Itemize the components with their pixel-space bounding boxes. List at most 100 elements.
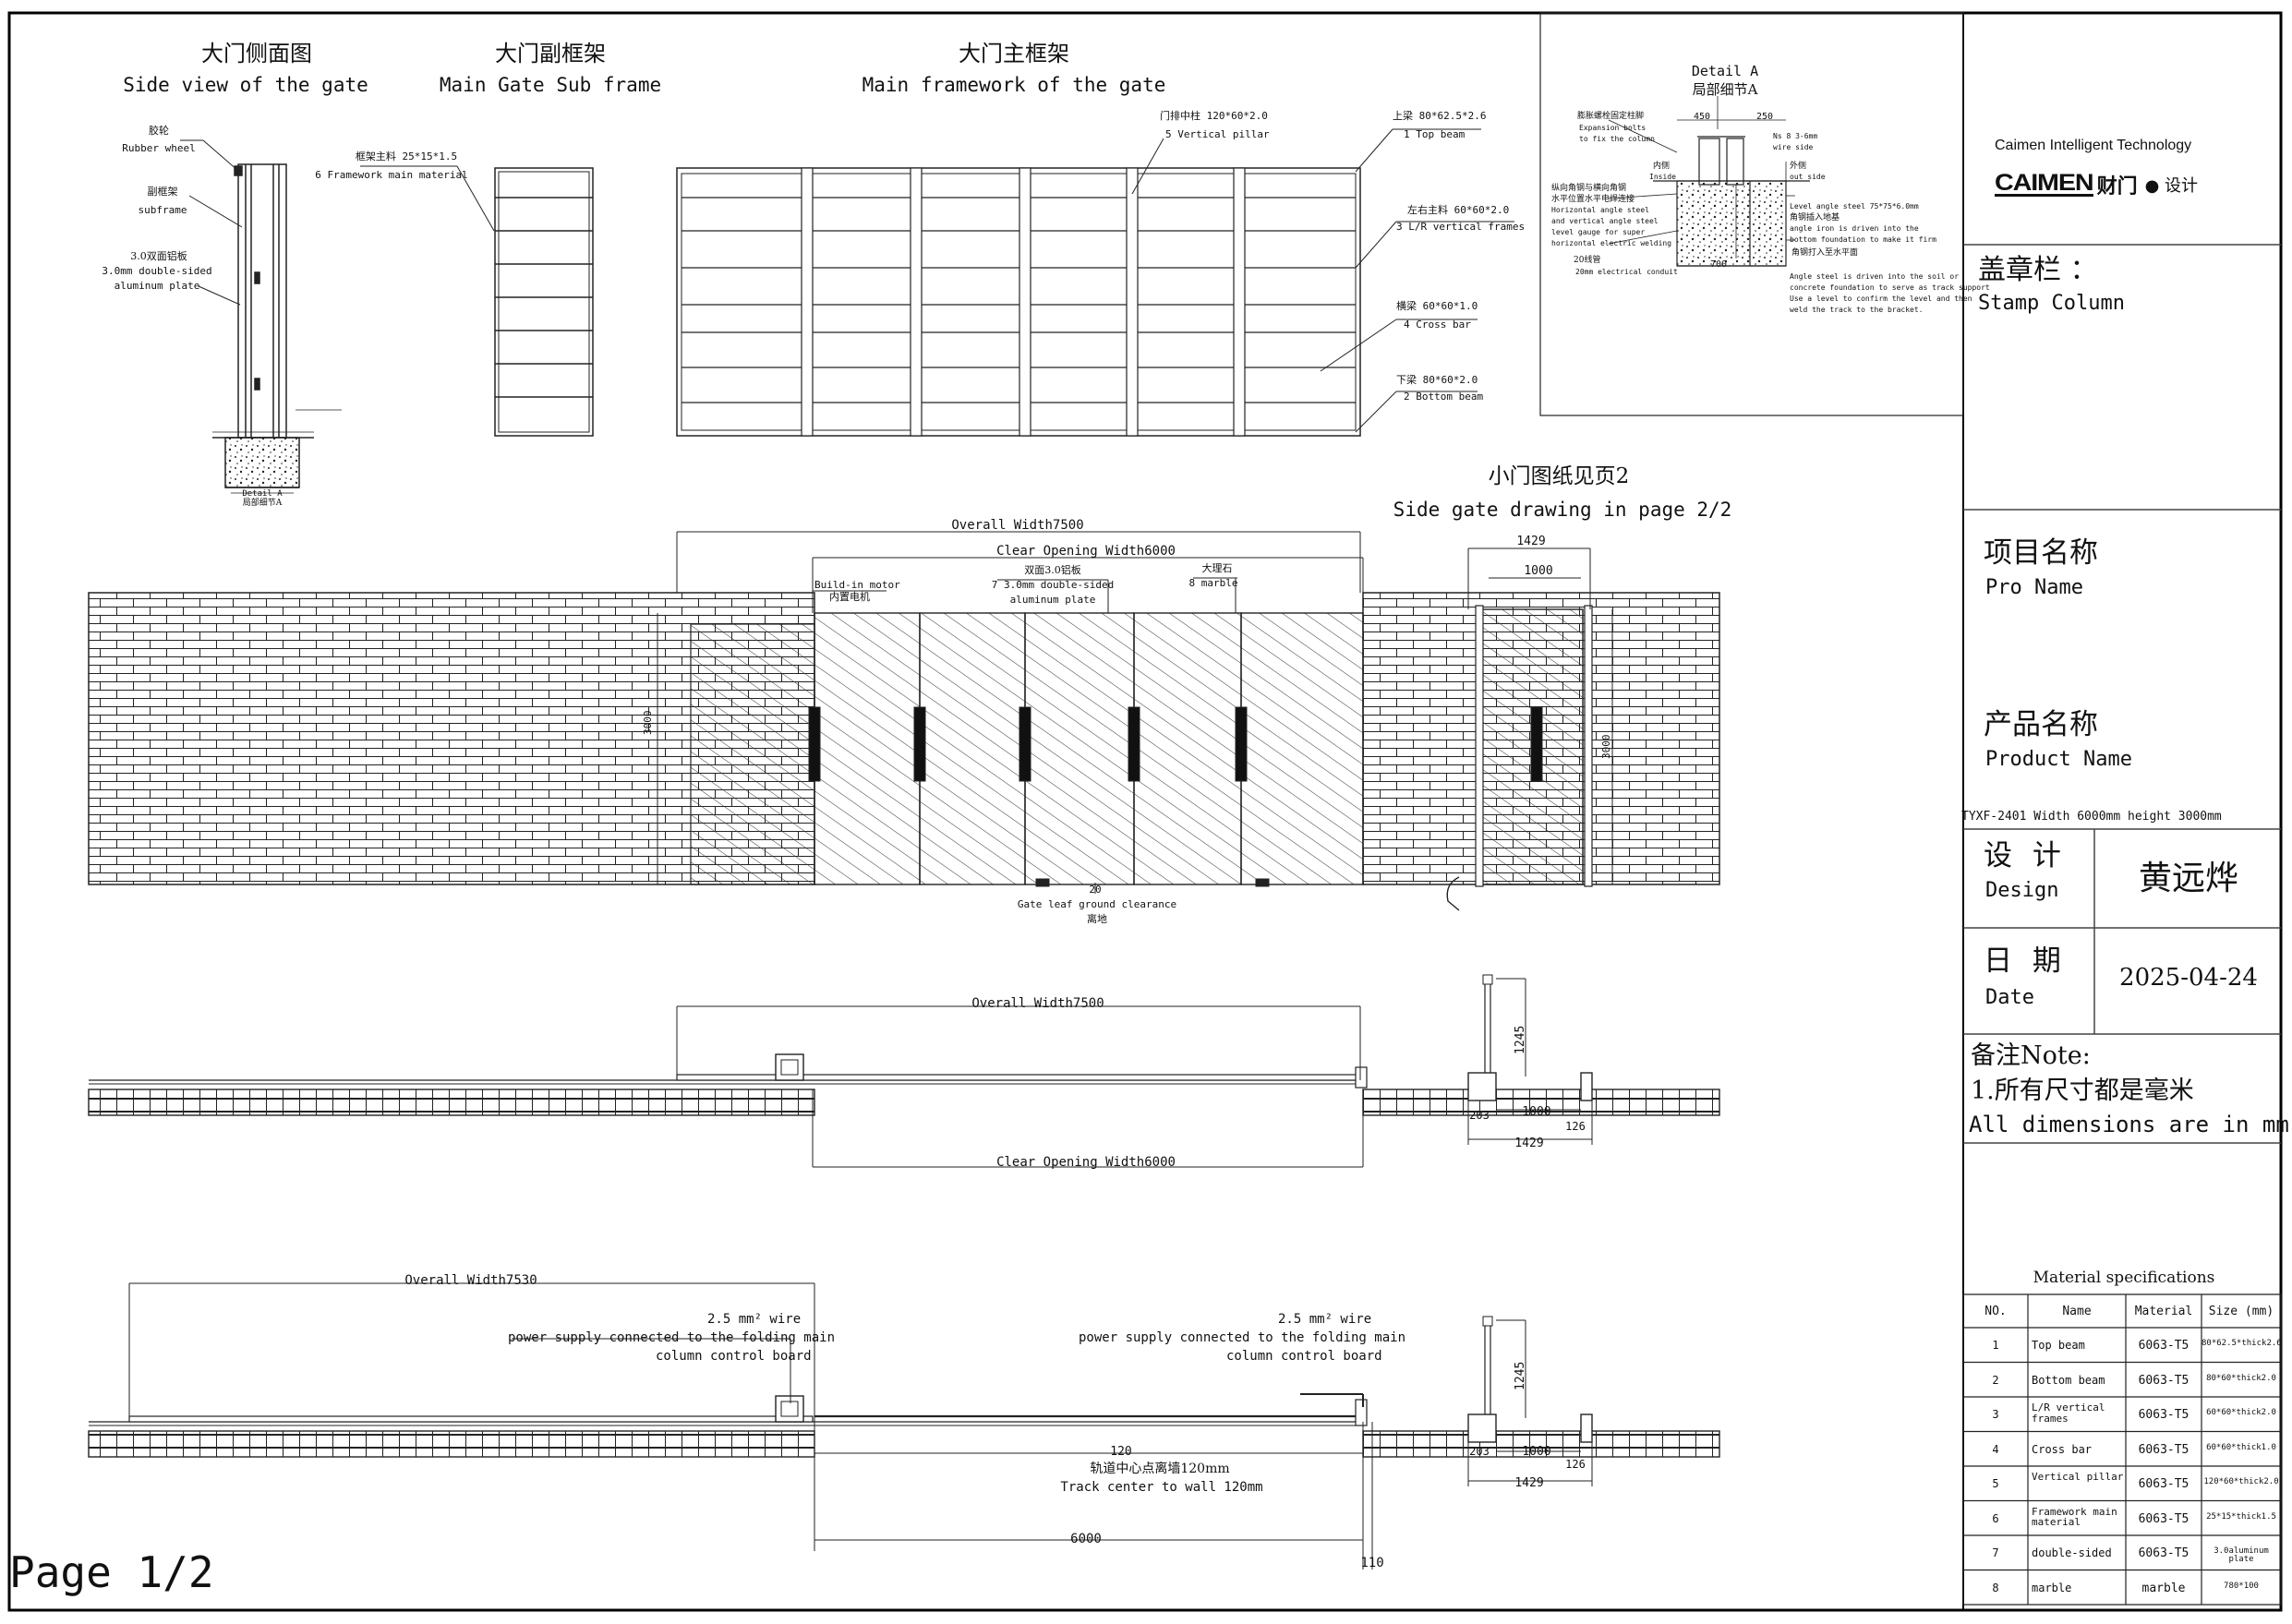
post: [1580, 1413, 1593, 1443]
detail-note: 角钢插入地基: [1790, 213, 1840, 223]
table-header: Name: [2062, 1305, 2092, 1318]
table-cell-no: 7: [1992, 1546, 1999, 1559]
plan1-dim-1245: 1245: [1514, 1025, 1527, 1054]
end-post: [1355, 1399, 1368, 1426]
table-cell-material: 6063-T5: [2138, 1373, 2189, 1388]
plan-wall-left: [88, 1089, 815, 1116]
detail-note: and vertical angle steel: [1551, 217, 1659, 225]
side-dim-1429: 1429: [1516, 535, 1546, 548]
plan2-dim-1245: 1245: [1514, 1361, 1527, 1390]
side-view-title-en: Side view of the gate: [123, 74, 368, 96]
main-frame-inner: [681, 173, 1357, 431]
handle-bar: [1128, 706, 1140, 782]
title-block-grid: [1963, 244, 2281, 1144]
table-header: Size (mm): [2208, 1305, 2274, 1318]
post: [1467, 1072, 1497, 1101]
plan1-overall-width: Overall Width7500: [971, 996, 1104, 1011]
note-title: 备注Note:: [1971, 1041, 2091, 1070]
detail-a-title-cn: 局部细节A: [1692, 81, 1758, 98]
table-cell-no: 8: [1992, 1581, 1999, 1594]
side-label-en: Rubber wheel: [122, 142, 196, 154]
main-frame-title-cn: 大门主框架: [959, 41, 1069, 66]
overall-width-label: Overall Width7500: [951, 518, 1084, 533]
date-value: 2025-04-24: [2119, 964, 2258, 992]
table-cell-size: 60*60*thick2.0: [2206, 1408, 2276, 1417]
wheel: [1035, 878, 1050, 887]
table-cell-material: 6063-T5: [2138, 1511, 2189, 1526]
table-cell-no: 5: [1992, 1477, 1999, 1490]
gate-panel: [1024, 612, 1135, 885]
callout-cn: 左右主料 60*60*2.0: [1407, 204, 1510, 216]
wheel: [1255, 878, 1270, 887]
plan2-dim-126: 126: [1565, 1458, 1586, 1471]
table-cell-size: 80*62.5*thick2.6: [2202, 1339, 2282, 1348]
vertical-pillar: [1126, 167, 1139, 437]
side-label-en: 3.0mm double-sided: [102, 265, 212, 277]
handle-bar: [808, 706, 821, 782]
company-logo: CAIMEN 财门 ● 设计: [1995, 170, 2198, 199]
table-header: Material: [2134, 1305, 2193, 1318]
side-gate-note-en: Side gate drawing in page 2/2: [1393, 499, 1732, 521]
company-name: Caimen Intelligent Technology: [1995, 138, 2192, 153]
callout-leader: [1320, 319, 1397, 372]
detail-dim: 700: [1710, 259, 1728, 270]
gate-leaf: [128, 1415, 814, 1423]
side-label-cn: 胶轮: [149, 125, 169, 137]
detail-note: concrete foundation to serve as track su…: [1790, 283, 1990, 292]
stamp-title-cn: 盖章栏 ：: [1978, 254, 2098, 286]
product-name-cn: 产品名称: [1984, 708, 2098, 741]
detail-note: 纵向角钢与横向角钢: [1551, 184, 1627, 193]
detail-note: angle iron is driven into the: [1790, 224, 1919, 233]
detail-label: Inside: [1649, 173, 1676, 181]
detail-note: 膨胀螺栓固定柱脚: [1577, 112, 1645, 121]
clearance-label-cn: 离地: [1087, 913, 1107, 925]
callout-cn: 下梁 80*60*2.0: [1396, 374, 1478, 386]
callout-cn: 横梁 60*60*1.0: [1396, 300, 1478, 312]
material-table-grid: [1962, 1293, 2282, 1606]
detail-note: out side: [1790, 173, 1826, 181]
table-cell-size: 80*60*thick2.0: [2206, 1373, 2276, 1383]
clearance-value: 20: [1089, 884, 1102, 896]
callout-leader: [1355, 128, 1393, 173]
table-cell-size: 3.0aluminum plate: [2214, 1546, 2269, 1565]
sub-frame-label-en: 6 Framework main material: [315, 169, 468, 181]
table-cell-size: 25*15*thick1.5: [2206, 1511, 2276, 1522]
detail-note: 20mm electrical conduit: [1575, 268, 1678, 276]
detail-dim: 450: [1694, 112, 1711, 122]
plan2-wire-1b: power supply connected to the folding ma…: [508, 1330, 836, 1345]
motor-box: [775, 1053, 804, 1081]
detail-note: Ns 8 3-6mm: [1773, 132, 1818, 140]
vertical-pillar: [910, 167, 923, 437]
detail-note: Use a level to confirm the level and the…: [1790, 295, 1972, 303]
detail-ref-cn: 局部细节A: [242, 499, 283, 508]
side-label-en: subframe: [138, 204, 187, 216]
table-header: NO.: [1984, 1305, 2007, 1318]
table-cell-name: Vertical pillar: [2032, 1471, 2124, 1483]
plan2-dim-203: 203: [1469, 1445, 1490, 1458]
detail-note: 20线管: [1574, 256, 1601, 265]
side-height-dim: 3000: [1600, 734, 1612, 760]
height-dim: 3000: [642, 710, 654, 736]
table-cell-name: Cross bar: [2032, 1442, 2093, 1456]
table-cell-name: L/R vertical frames: [2032, 1401, 2105, 1425]
plan2-wire-2c: column control board: [1226, 1349, 1382, 1364]
motor-detail: [780, 1059, 799, 1076]
table-cell-size: 780*100: [2224, 1581, 2259, 1591]
table-cell-no: 1: [1992, 1339, 1999, 1352]
plan1-clear-opening: Clear Opening Width6000: [996, 1155, 1176, 1170]
detail-note: 外侧: [1790, 162, 1807, 171]
handle-bar: [1019, 706, 1031, 782]
motor-label-cn: 内置电机: [829, 591, 870, 603]
side-post: [1475, 605, 1484, 887]
date-label-cn: 日 期: [1984, 944, 2067, 978]
detail-note: Level angle steel 75*75*6.0mm: [1790, 202, 1919, 211]
table-cell-name: Framework main material: [2032, 1505, 2117, 1529]
detail-ref: Detail A: [242, 489, 283, 499]
vertical-pillar: [1019, 167, 1031, 437]
designer-name: 黄远烨: [2138, 860, 2239, 897]
table-cell-material: marble: [2141, 1581, 2186, 1595]
main-frame-drawing: [676, 128, 1514, 437]
plan-wall-right: [1362, 1089, 1720, 1116]
